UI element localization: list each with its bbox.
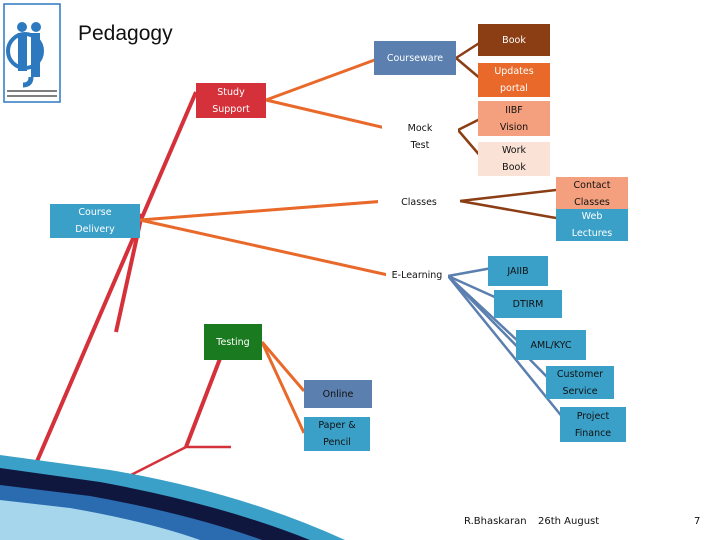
line-course-elearning [139,218,389,277]
node-work-book: Work Book [478,142,550,176]
line-study-mock [265,98,395,132]
node-customer-service: Customer Service [546,366,614,399]
logo [3,3,61,103]
node-jaiib: JAIIB [488,256,548,286]
node-iibf-vision: IIBF Vision [478,101,550,136]
line-classes-contact [459,188,557,203]
node-paper-pencil: Paper & Pencil [304,417,370,451]
footer-date: 26th August [538,516,600,527]
node-web-lectures: Web Lectures [556,209,628,241]
node-book: Book [478,24,550,56]
node-dtirm: DTIRM [494,290,562,318]
node-mock-test: Mock Test [382,119,458,155]
line-trunk-testing [184,342,228,448]
page-title: Pedagogy [78,22,173,45]
line-elearning-customer [447,275,553,383]
line-course-classes [139,199,387,222]
line-classes-web [459,199,557,220]
node-courseware: Courseware [374,41,456,75]
node-course-delivery: Course Delivery [50,204,140,238]
node-testing: Testing [204,324,262,360]
node-classes: Classes [378,192,460,212]
node-project-finance: Project Finance [560,407,626,442]
node-online: Online [304,380,372,408]
node-e-learning: E-Learning [386,262,448,288]
node-study-support: Study Support [196,83,266,118]
line-testing-online [260,341,306,392]
line-study-courseware [265,56,381,102]
line-courseware-updates [455,57,483,81]
node-contact-classes: Contact Classes [556,177,628,210]
line-elearning-jaiib [447,266,493,278]
node-aml-kyc: AML/KYC [516,330,586,360]
line-elearning-project [447,275,569,425]
line-testing-paper [260,341,306,434]
node-updates-portal: Updates portal [478,63,550,97]
footer-author: R.Bhaskaran [464,516,527,527]
footer-page-number: 7 [694,516,701,527]
